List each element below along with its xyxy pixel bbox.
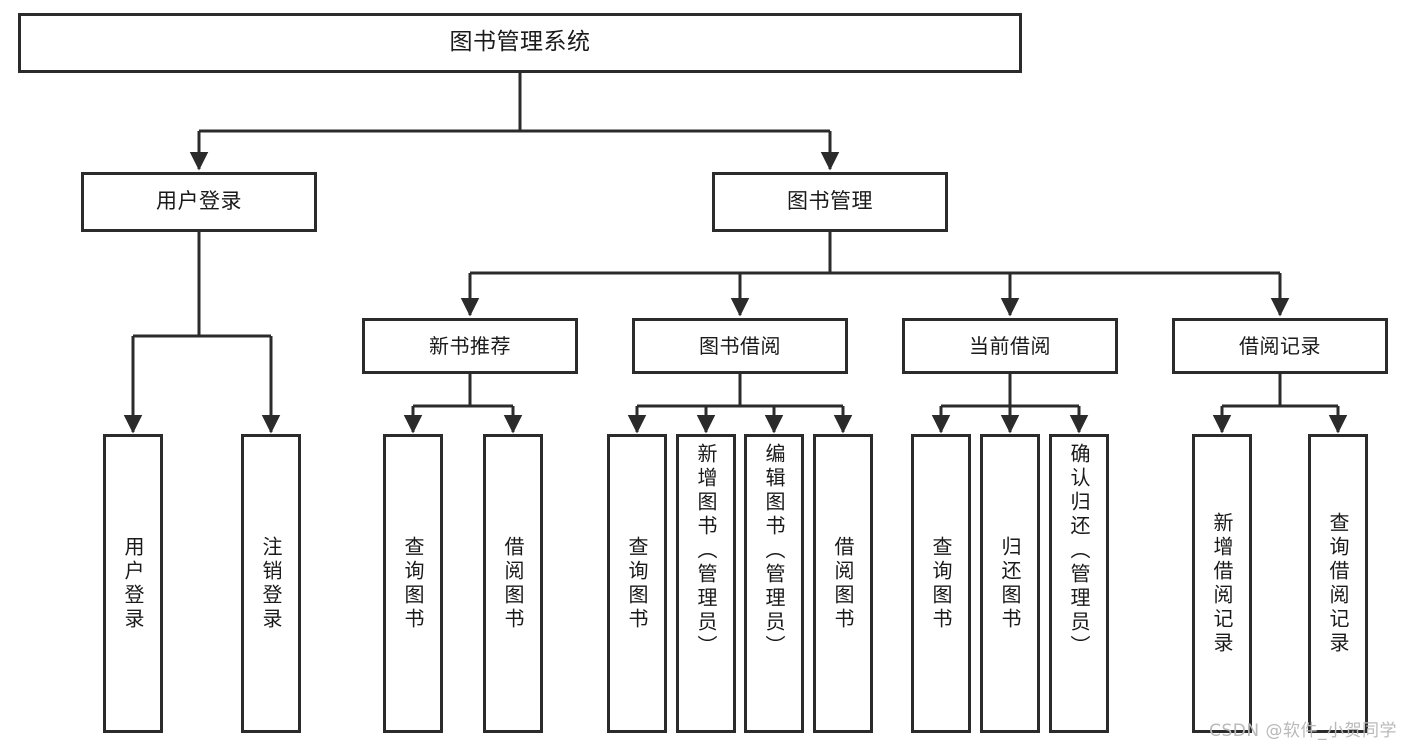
node-leaf-edit-book-admin-label: 编辑图书（管理员） — [762, 443, 786, 659]
node-leaf-current-query-label: 查询图书 — [929, 535, 953, 632]
node-leaf-borrow-book[interactable]: 借阅图书 — [813, 434, 873, 733]
node-leaf-current-query[interactable]: 查询图书 — [911, 434, 971, 733]
node-leaf-add-book-admin-label: 新增图书（管理员） — [694, 443, 718, 659]
node-book-borrow[interactable]: 图书借阅 — [632, 318, 848, 374]
node-leaf-confirm-return-admin-label: 确认归还（管理员） — [1067, 443, 1091, 659]
node-user-login[interactable]: 用户登录 — [81, 172, 317, 232]
node-leaf-edit-book-admin[interactable]: 编辑图书（管理员） — [744, 434, 804, 733]
node-borrow-record[interactable]: 借阅记录 — [1172, 318, 1388, 374]
node-leaf-borrow-query[interactable]: 查询图书 — [607, 434, 667, 733]
node-leaf-query-borrow-record[interactable]: 查询借阅记录 — [1308, 434, 1368, 733]
node-new-book-recommend[interactable]: 新书推荐 — [362, 318, 578, 374]
node-user-login-label: 用户登录 — [156, 189, 242, 214]
node-root[interactable]: 图书管理系统 — [18, 13, 1022, 73]
node-leaf-logout-label: 注销登录 — [259, 535, 283, 632]
node-leaf-confirm-return-admin[interactable]: 确认归还（管理员） — [1049, 434, 1109, 733]
node-root-label: 图书管理系统 — [449, 29, 591, 56]
node-leaf-add-borrow-record-label: 新增借阅记录 — [1210, 511, 1234, 656]
node-book-manage-label: 图书管理 — [787, 189, 873, 214]
node-leaf-query-borrow-record-label: 查询借阅记录 — [1326, 511, 1350, 656]
node-leaf-logout[interactable]: 注销登录 — [241, 434, 301, 733]
node-borrow-record-label: 借阅记录 — [1239, 333, 1321, 358]
node-leaf-new-book-borrow[interactable]: 借阅图书 — [483, 434, 543, 733]
node-leaf-return-book-label: 归还图书 — [998, 535, 1022, 632]
node-leaf-add-book-admin[interactable]: 新增图书（管理员） — [676, 434, 736, 733]
node-leaf-borrow-book-label: 借阅图书 — [831, 535, 855, 632]
node-leaf-new-book-query-label: 查询图书 — [401, 535, 425, 632]
node-leaf-return-book[interactable]: 归还图书 — [980, 434, 1040, 733]
node-book-manage[interactable]: 图书管理 — [712, 172, 948, 232]
node-leaf-borrow-query-label: 查询图书 — [625, 535, 649, 632]
node-leaf-new-book-borrow-label: 借阅图书 — [501, 535, 525, 632]
node-leaf-user-login[interactable]: 用户登录 — [103, 434, 163, 733]
node-leaf-add-borrow-record[interactable]: 新增借阅记录 — [1192, 434, 1252, 733]
node-leaf-new-book-query[interactable]: 查询图书 — [383, 434, 443, 733]
node-current-borrow-label: 当前借阅 — [969, 333, 1051, 358]
csdn-watermark: CSDN @软件_小贺同学 — [1209, 721, 1397, 741]
node-current-borrow[interactable]: 当前借阅 — [902, 318, 1118, 374]
node-leaf-user-login-label: 用户登录 — [121, 535, 145, 632]
node-new-book-recommend-label: 新书推荐 — [429, 333, 511, 358]
node-book-borrow-label: 图书借阅 — [699, 333, 781, 358]
